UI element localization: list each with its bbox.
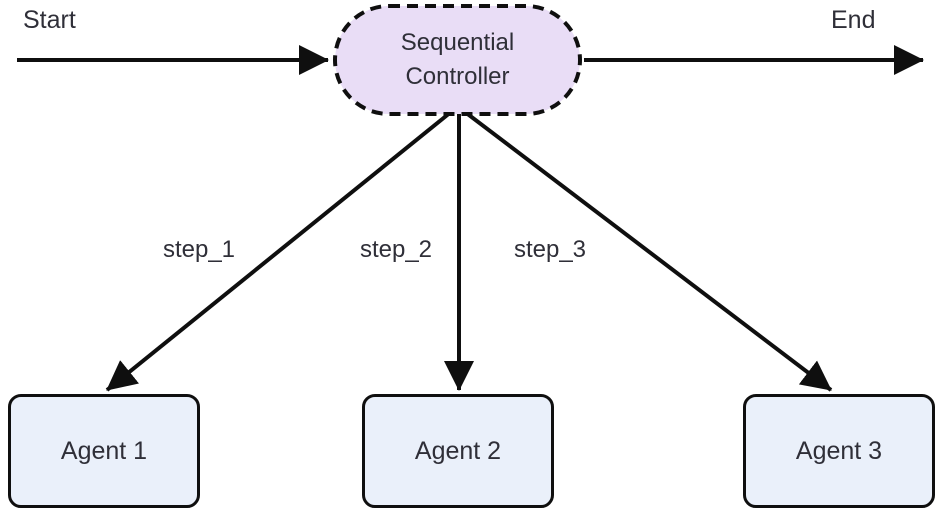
edge-step-1 [105, 110, 453, 392]
end-label: End [831, 6, 876, 34]
agent-node-3: Agent 3 [743, 394, 935, 508]
start-label: Start [23, 6, 76, 34]
controller-node [333, 4, 582, 116]
controller-label: Sequential Controller [400, 28, 515, 90]
agent-node-1: Agent 1 [8, 394, 200, 508]
agent-2-label: Agent 2 [414, 436, 502, 465]
agent-node-2: Agent 2 [362, 394, 554, 508]
edge-label-step-2: step_2 [357, 236, 435, 264]
edge-label-step-3: step_3 [511, 236, 589, 264]
edge-step-3 [463, 110, 833, 392]
agent-1-label: Agent 1 [60, 436, 148, 465]
agent-3-label: Agent 3 [795, 436, 883, 465]
edge-label-step-1: step_1 [160, 236, 238, 264]
